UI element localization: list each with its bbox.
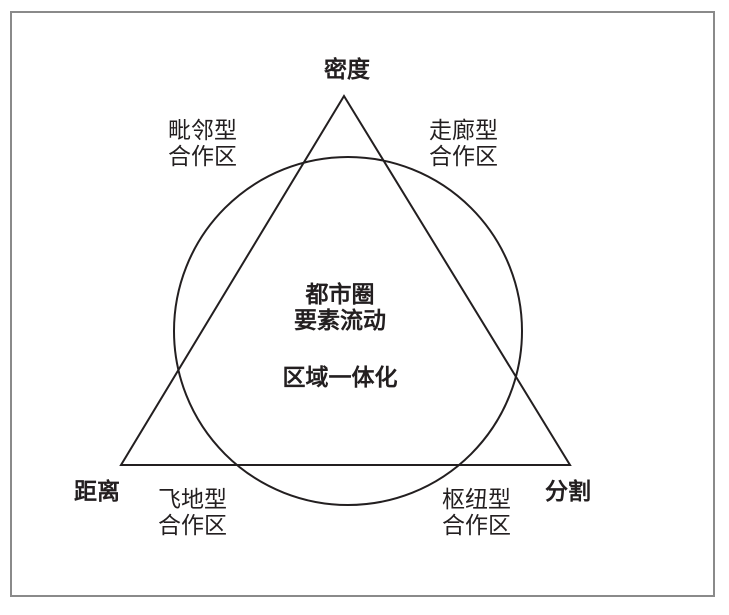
zone-corridor-line1: 走廊型 — [429, 118, 498, 144]
diagram-frame — [10, 11, 715, 597]
center-line-factor-flow: 要素流动 — [294, 307, 386, 334]
zone-adjacent-line2: 合作区 — [168, 143, 237, 170]
zone-label-enclave: 飞地型 合作区 — [158, 487, 227, 540]
zone-corridor-line2: 合作区 — [429, 143, 498, 170]
zone-label-hub: 枢纽型 合作区 — [442, 487, 511, 540]
vertex-label-density: 密度 — [324, 57, 370, 83]
zone-enclave-line2: 合作区 — [158, 512, 227, 539]
vertex-label-distance: 距离 — [74, 479, 120, 505]
zone-label-corridor: 走廊型 合作区 — [429, 118, 498, 171]
zone-hub-line1: 枢纽型 — [442, 487, 511, 513]
center-label-integration: 区域一体化 — [282, 365, 398, 391]
vertex-label-division: 分割 — [545, 479, 591, 505]
circle — [173, 156, 523, 506]
zone-label-adjacent: 毗邻型 合作区 — [168, 118, 237, 171]
zone-hub-line2: 合作区 — [442, 512, 511, 539]
zone-adjacent-line1: 毗邻型 — [168, 118, 237, 144]
triangle — [119, 94, 572, 466]
center-label-flow: 都市圈 要素流动 — [280, 282, 400, 335]
zone-enclave-line1: 飞地型 — [158, 487, 227, 513]
center-line-metro: 都市圈 — [305, 282, 375, 308]
